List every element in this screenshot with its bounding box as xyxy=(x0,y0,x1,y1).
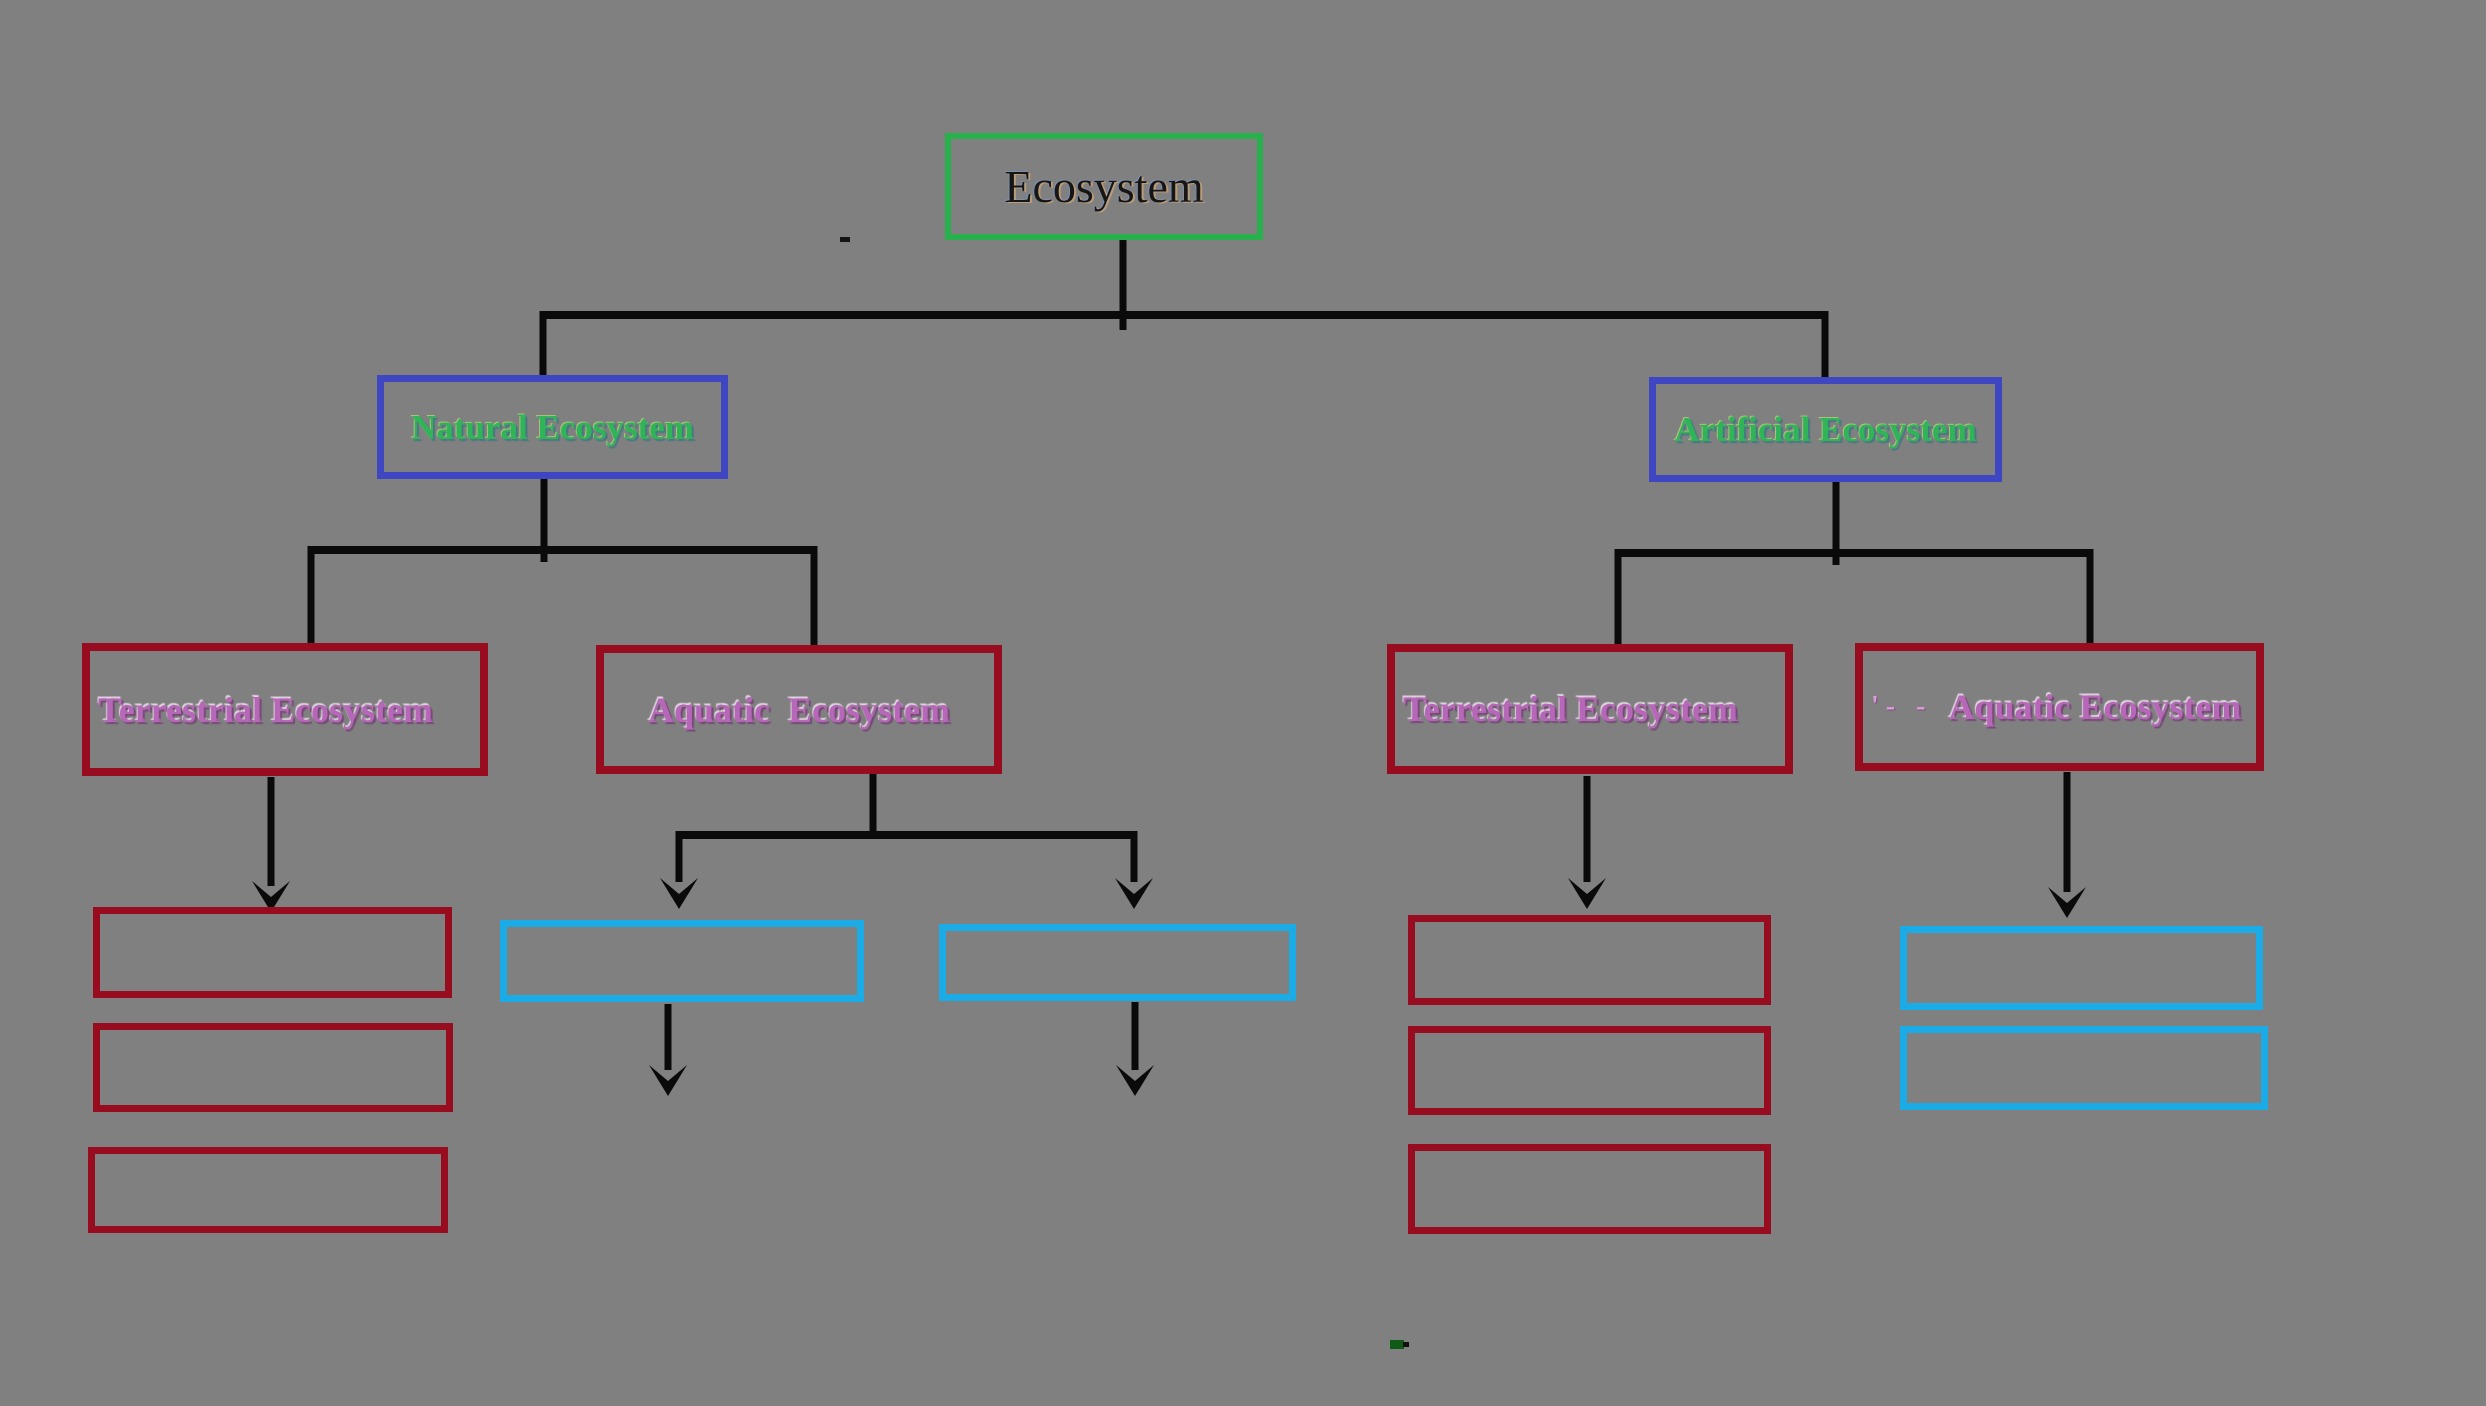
node-natural-ecosystem: Natural Ecosystem xyxy=(377,375,728,479)
node-artificial-label: Artificial Ecosystem xyxy=(1674,410,1977,449)
arrowhead-down-icon xyxy=(2048,887,2086,918)
blank-box-natural-terrestrial-3 xyxy=(88,1147,448,1233)
blank-box-natural-terrestrial-2 xyxy=(93,1023,453,1112)
blank-box-artificial-terrestrial-1 xyxy=(1408,915,1771,1005)
blank-box-artificial-terrestrial-2 xyxy=(1408,1026,1771,1115)
arrowhead-down-icon xyxy=(660,878,698,909)
node-natural-label: Natural Ecosystem xyxy=(411,407,694,447)
arrowhead-down-icon xyxy=(1115,878,1153,909)
node-ecosystem-label: Ecosystem xyxy=(1004,160,1204,212)
stray-green-mark xyxy=(1390,1340,1404,1349)
arrowhead-down-icon xyxy=(649,1065,687,1096)
node-natural-aquatic: Aquatic Ecosystem xyxy=(596,645,1002,774)
stray-dot-mark xyxy=(1403,1342,1409,1347)
node-artificial-ecosystem: Artificial Ecosystem xyxy=(1649,377,2002,482)
node-artificial-aquatic: '- - Aquatic Ecosystem xyxy=(1855,643,2264,771)
stray-dash-mark xyxy=(840,237,850,242)
stray-text-prefix: '- - xyxy=(1871,691,1933,722)
blank-box-natural-aquatic-2 xyxy=(939,924,1296,1001)
blank-box-artificial-aquatic-1 xyxy=(1900,926,2263,1010)
stray-marks xyxy=(840,237,1409,1349)
blank-box-natural-terrestrial-1 xyxy=(93,907,452,998)
blank-box-natural-aquatic-1 xyxy=(500,920,864,1002)
node-ecosystem: Ecosystem xyxy=(945,133,1263,240)
node-natural-terrestrial-label: Terrestrial Ecosystem xyxy=(98,689,433,730)
blank-box-artificial-terrestrial-3 xyxy=(1408,1144,1771,1234)
node-natural-terrestrial: Terrestrial Ecosystem xyxy=(82,643,488,776)
arrowhead-down-icon xyxy=(1116,1065,1154,1096)
node-artificial-terrestrial-label: Terrestrial Ecosystem xyxy=(1403,689,1738,729)
node-natural-aquatic-label: Aquatic Ecosystem xyxy=(648,689,950,730)
arrowhead-down-icon xyxy=(1568,878,1606,909)
blank-box-artificial-aquatic-2 xyxy=(1900,1026,2268,1110)
node-artificial-terrestrial: Terrestrial Ecosystem xyxy=(1387,644,1793,774)
node-artificial-aquatic-label: Aquatic Ecosystem xyxy=(1948,687,2242,727)
